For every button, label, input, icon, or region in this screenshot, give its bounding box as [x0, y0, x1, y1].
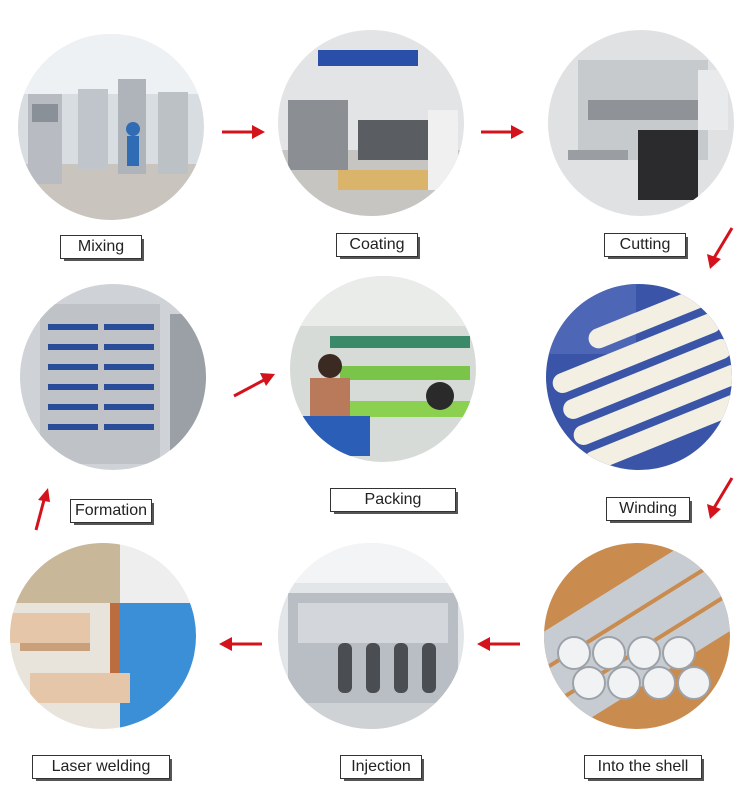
packing-photo — [290, 276, 476, 462]
cutting-label: Cutting — [604, 233, 688, 259]
into-the-shell-photo — [544, 543, 730, 729]
cutting-photo — [548, 30, 734, 216]
coating-photo — [278, 30, 464, 216]
arrow-coating-to-cutting — [481, 125, 524, 139]
mixing-label-text: Mixing — [77, 238, 125, 255]
arrow-mixing-to-coating — [222, 125, 265, 139]
cutting-label-text: Cutting — [619, 236, 671, 253]
into-the-shell-label: Into the shell — [584, 755, 704, 781]
mixing-label: Mixing — [60, 235, 144, 261]
winding-label-text: Winding — [619, 500, 677, 517]
formation-photo — [20, 284, 206, 470]
injection-label-text: Injection — [351, 758, 411, 775]
winding-label: Winding — [606, 497, 692, 523]
coating-label-text: Coating — [349, 236, 405, 253]
winding-photo — [546, 284, 732, 470]
formation-label-text: Formation — [74, 502, 148, 519]
injection-photo — [278, 543, 464, 729]
laser-welding-label-text: Laser welding — [51, 758, 151, 775]
arrow-shell-to-injection — [477, 637, 520, 651]
arrow-laser-welding-to-formation — [34, 488, 50, 531]
arrow-injection-to-laser-welding — [219, 637, 262, 651]
into-the-shell-label-text: Into the shell — [597, 758, 689, 775]
packing-label-text: Packing — [364, 491, 422, 508]
mixing-photo — [18, 34, 204, 220]
coating-label: Coating — [336, 233, 420, 259]
injection-label: Injection — [340, 755, 424, 781]
laser-welding-photo — [10, 543, 196, 729]
arrow-formation-to-packing — [233, 373, 275, 398]
formation-label: Formation — [70, 499, 154, 525]
arrow-cutting-to-winding — [707, 227, 734, 269]
laser-welding-label: Laser welding — [32, 755, 172, 781]
arrow-winding-to-shell — [707, 477, 734, 519]
packing-label: Packing — [330, 488, 458, 514]
